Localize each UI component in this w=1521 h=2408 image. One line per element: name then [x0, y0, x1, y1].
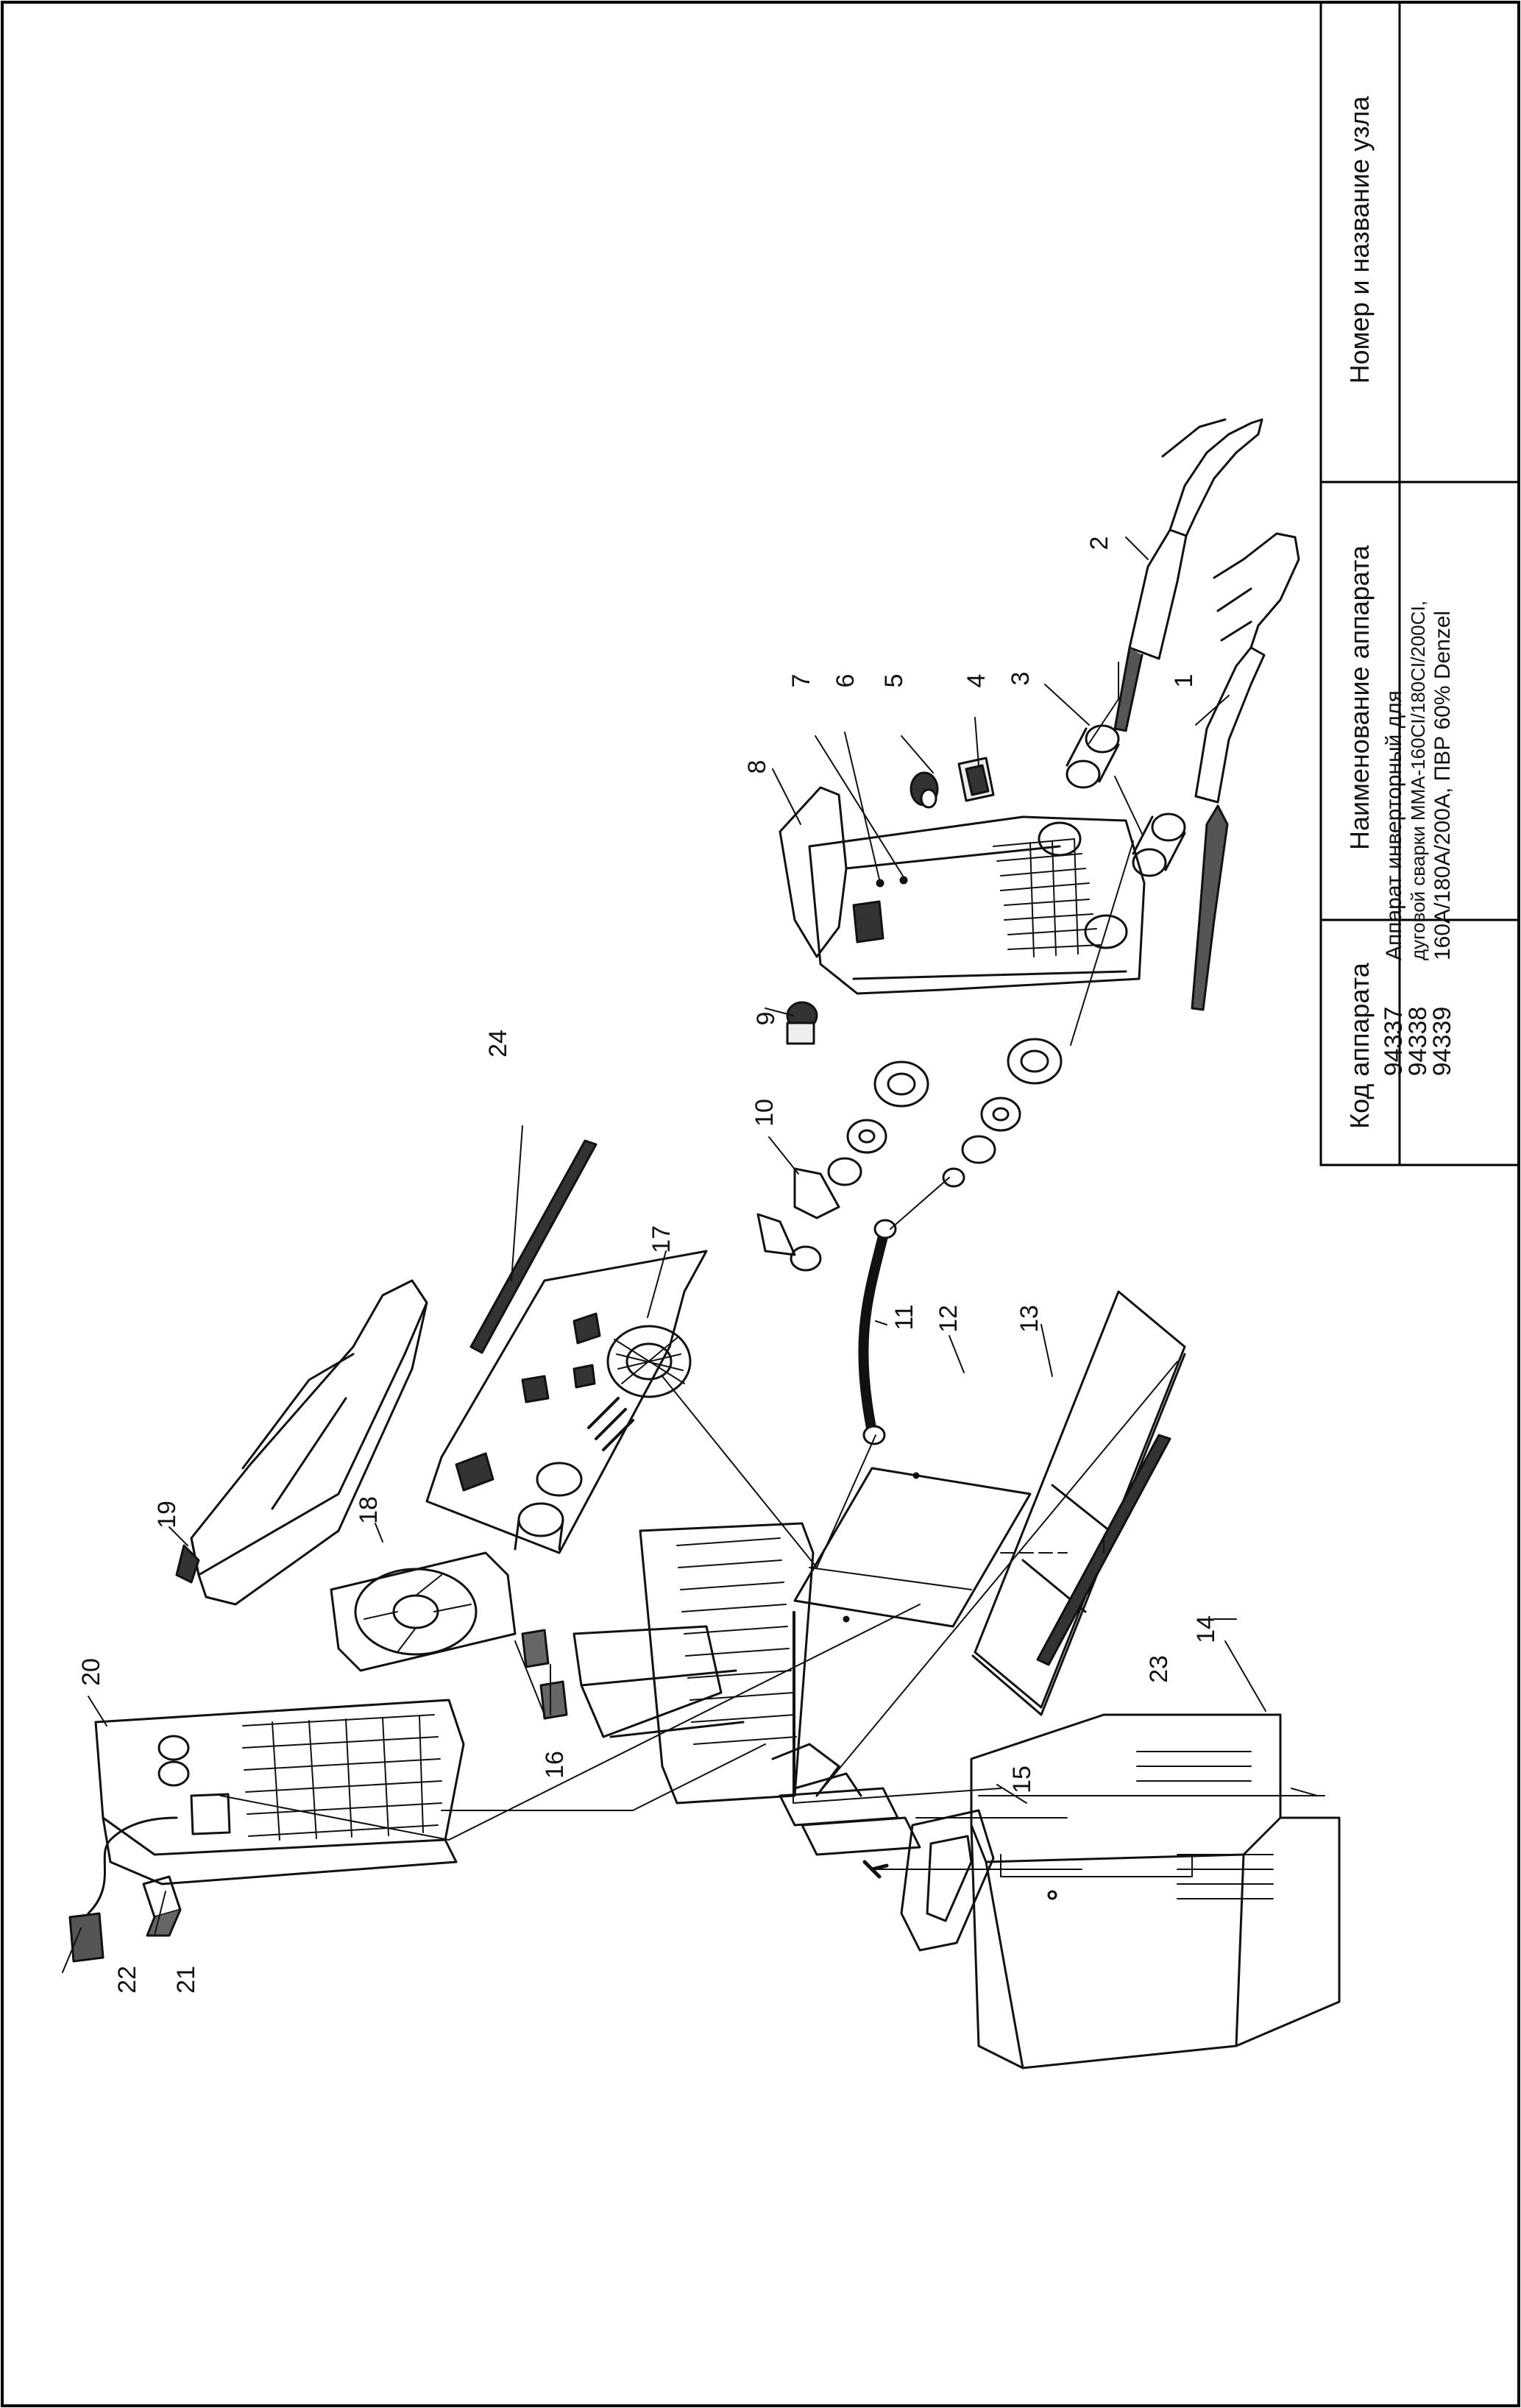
part-rings-lower	[942, 1038, 1063, 1188]
part-3-socket-upper	[1066, 724, 1120, 789]
code-94338: 94338	[1404, 1006, 1432, 1077]
callout-23: 23	[1145, 1655, 1173, 1683]
code-94337: 94337	[1380, 1006, 1408, 1077]
callout-10: 10	[751, 1099, 779, 1127]
callout-17: 17	[648, 1225, 676, 1253]
part-14-housing	[970, 1713, 1341, 2069]
part-heatsink-assembly	[639, 1522, 921, 1856]
part-18-fan	[330, 1551, 517, 1672]
part-17-pcb	[425, 1250, 708, 1554]
callout-19: 19	[153, 1501, 181, 1529]
part-8-front-panel	[779, 786, 1146, 995]
callout-2: 2	[1085, 537, 1113, 550]
callout-1: 1	[1170, 674, 1198, 688]
part-4-display	[957, 757, 995, 802]
callout-numbers: 1 2 3 4 5 6 7 8 9 10 11 12 13 14 15 16 1…	[77, 537, 1220, 1994]
callout-8: 8	[743, 760, 771, 774]
part-1-earth-clamp	[1191, 532, 1300, 1011]
callout-13: 13	[1015, 1305, 1043, 1333]
callout-14: 14	[1192, 1615, 1220, 1643]
callout-18: 18	[355, 1496, 383, 1524]
part-12-insulation-plate	[793, 1467, 1032, 1628]
code-94339: 94339	[1428, 1006, 1456, 1077]
part-13-base-rail	[971, 1290, 1186, 1716]
header-code: Код аппарата	[1344, 963, 1375, 1129]
part-15-handle	[862, 1809, 995, 1952]
name-line-2: дуговой сварки ММА-160CI/180CI/200CI,	[1407, 601, 1429, 960]
callout-4: 4	[962, 674, 990, 688]
callout-3: 3	[1007, 672, 1035, 686]
callout-11: 11	[890, 1304, 918, 1330]
callout-22: 22	[113, 1966, 141, 1994]
part-10-bracket	[756, 1167, 840, 1272]
header-name: Наименование аппарата	[1344, 545, 1375, 850]
callout-21: 21	[172, 1966, 200, 1994]
part-11-shunt-cable	[816, 1177, 950, 1568]
callout-leaders	[62, 537, 1266, 1973]
callout-7: 7	[787, 674, 815, 688]
part-22-power-plug	[68, 1816, 178, 1963]
name-line-3: 160A/180A/200A, ПВР 60% Denzel	[1430, 610, 1455, 960]
part-19-side-cover	[175, 1279, 428, 1606]
callout-15: 15	[1008, 1766, 1036, 1793]
name-cell: Аппарат инверторный для дуговой сварки М…	[1382, 431, 1463, 960]
part-5-knob	[910, 771, 939, 809]
assembly-guide-lines	[220, 662, 1325, 1877]
callout-9: 9	[752, 1012, 780, 1026]
callout-12: 12	[935, 1305, 962, 1333]
part-20-rear-panel	[94, 1699, 465, 1885]
codes-cell: 94337 94338 94339	[1380, 968, 1463, 1115]
name-line-1: Аппарат инверторный для	[1382, 690, 1406, 960]
part-16-modules	[521, 1625, 745, 1738]
part-3-socket-lower	[1132, 812, 1186, 877]
part-9-switch	[786, 1001, 818, 1045]
callout-20: 20	[77, 1658, 105, 1686]
part-2-electrode-holder	[1113, 418, 1263, 732]
title-block-grid	[1319, 1, 1520, 1166]
part-24-strip	[469, 1139, 598, 1354]
header-node: Номер и название узла	[1344, 96, 1375, 384]
part-rings-upper	[827, 1060, 929, 1186]
callout-5: 5	[880, 674, 908, 688]
callout-16: 16	[541, 1751, 569, 1779]
callout-24: 24	[484, 1030, 512, 1058]
callout-6: 6	[832, 674, 859, 688]
